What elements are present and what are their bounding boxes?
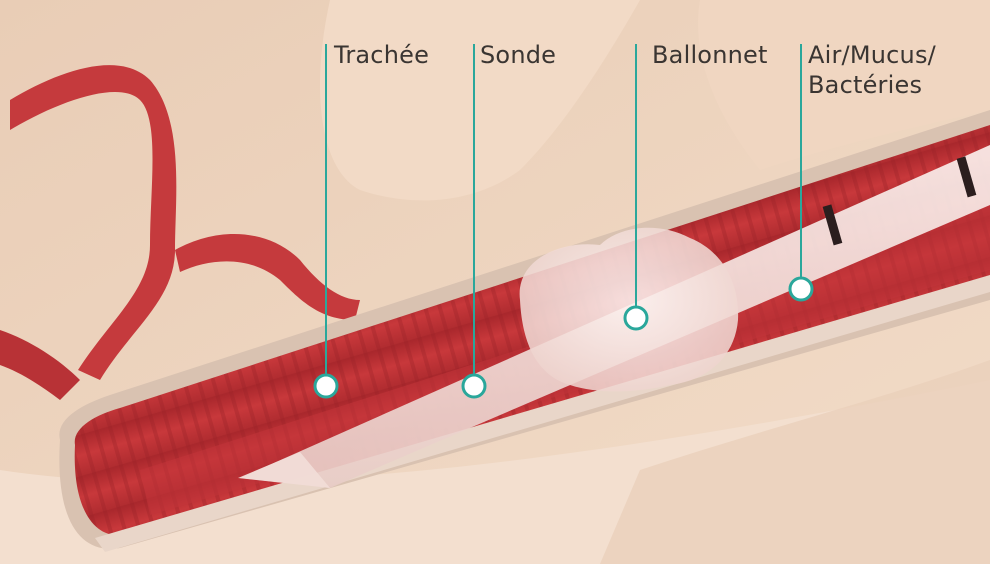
marker-contents [790,278,812,300]
label-tube: Sonde [480,40,556,70]
label-trachea: Trachée [334,40,429,70]
label-contents: Air/Mucus/ Bactéries [808,40,936,100]
label-cuff: Ballonnet [652,40,768,70]
marker-trachea [315,375,337,397]
marker-tube [463,375,485,397]
marker-cuff [625,307,647,329]
